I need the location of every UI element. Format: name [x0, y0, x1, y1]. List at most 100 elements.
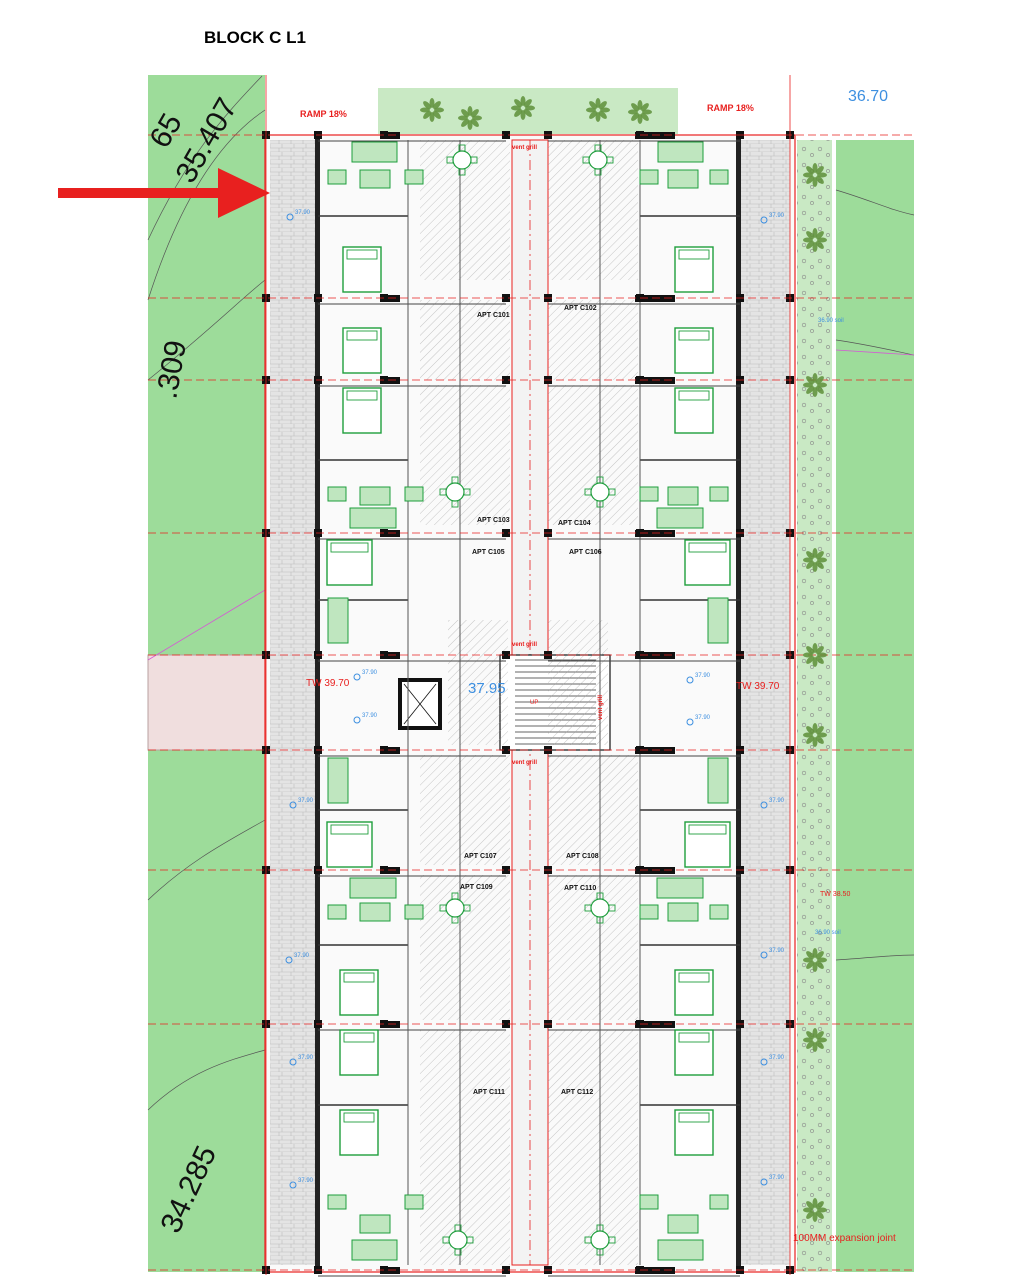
hatch-area: [420, 875, 510, 1020]
bed: [674, 246, 714, 293]
sofa: [667, 486, 699, 506]
level-marker-text: 37.90: [362, 670, 378, 676]
sofa: [327, 757, 349, 804]
plant-leaf: [803, 732, 813, 738]
plant-leaf: [523, 99, 532, 108]
beam: [635, 747, 675, 754]
ramp-right-label: RAMP 18%: [707, 103, 754, 113]
plant-leaf: [815, 166, 824, 175]
plant-leaf: [806, 175, 815, 184]
bed: [339, 1109, 379, 1156]
plant-leaf: [817, 957, 827, 963]
plant-leaf: [806, 240, 815, 249]
beam: [635, 132, 675, 139]
apt-label-c108: APT C108: [566, 853, 599, 860]
chair: [596, 916, 604, 924]
plant-leaf: [523, 108, 532, 117]
bed-pillow: [678, 1032, 710, 1043]
plant-leaf: [812, 1028, 818, 1038]
hatch-area: [548, 755, 638, 865]
plant-leaf: [812, 562, 818, 572]
plant-leaf: [470, 109, 479, 118]
bed: [674, 1029, 714, 1076]
hatch-area: [420, 755, 510, 865]
plant-leaf: [812, 228, 818, 238]
plant-leaf: [817, 1207, 827, 1213]
sofa: [657, 141, 704, 163]
page-title: BLOCK C L1: [204, 28, 306, 47]
hatch-area: [548, 1030, 638, 1110]
sofa: [667, 169, 699, 189]
expansion-joint-label: 100MM expansion joint: [793, 1233, 896, 1244]
plant-leaf: [806, 655, 815, 664]
grid-lines: [148, 75, 914, 1275]
level-marker: [289, 801, 297, 809]
level-marker-text: 37.90: [298, 1055, 314, 1061]
level-marker-text: 37.90: [769, 1175, 785, 1181]
sofa: [327, 904, 347, 920]
plant-leaf: [812, 1042, 818, 1052]
plant-leaf: [511, 105, 521, 111]
apt-label-c112: APT C112: [561, 1089, 593, 1096]
plant-leaf: [806, 1210, 815, 1219]
plant-leaf: [817, 172, 827, 178]
plant-leaf: [815, 175, 824, 184]
level-marker: [686, 676, 694, 684]
plant-leaf: [637, 114, 643, 124]
plant-leaf: [806, 951, 815, 960]
chair: [470, 156, 478, 164]
hatch-area: [548, 620, 608, 745]
level-marker-text: 37.90: [769, 1055, 785, 1061]
plant-leaf: [812, 1212, 818, 1222]
dining-table: [588, 150, 608, 170]
plant-leaf: [470, 118, 479, 127]
sofa: [404, 169, 424, 185]
level-marker: [760, 951, 768, 959]
sofa: [639, 486, 659, 502]
plant-leaf: [429, 112, 435, 122]
plant-leaf: [815, 231, 824, 240]
ramp-left-label: RAMP 18%: [300, 109, 347, 119]
plant-leaf: [434, 107, 444, 113]
planting: [420, 96, 827, 1222]
beam: [635, 377, 675, 384]
chair: [584, 488, 592, 496]
bed-pillow: [330, 824, 369, 835]
level-marker: [285, 956, 293, 964]
plant-leaf: [815, 951, 824, 960]
stone-strip: [797, 140, 832, 1272]
bed: [684, 821, 731, 868]
level-marker: [353, 716, 361, 724]
chair: [608, 904, 616, 912]
chair: [454, 1224, 462, 1232]
level-marker-text: 37.90: [294, 953, 310, 959]
plant-leaf: [817, 1037, 827, 1043]
sofa: [351, 1239, 398, 1261]
level-marker-text: 37.90: [769, 798, 785, 804]
plant-leaf: [589, 110, 598, 119]
chair: [594, 144, 602, 152]
plant-leaf: [595, 98, 601, 108]
bed: [326, 539, 373, 586]
column: [502, 651, 510, 659]
plant-leaf: [815, 726, 824, 735]
plant-leaf: [812, 1198, 818, 1208]
vent-grill-2: vent grill: [512, 642, 537, 648]
apt-label-c102: APT C102: [564, 305, 597, 312]
beam: [380, 530, 400, 537]
plant-leaf: [514, 108, 523, 117]
plant-leaf: [812, 657, 818, 667]
plant-leaf: [815, 655, 824, 664]
apt-label-c103: APT C103: [477, 517, 510, 524]
apt-label-c106: APT C106: [569, 549, 602, 556]
plant-leaf: [640, 103, 649, 112]
level-marker-text: 37.90: [298, 798, 314, 804]
plant-leaf: [806, 1040, 815, 1049]
plant-leaf: [803, 1037, 813, 1043]
apt-label-c107: APT C107: [464, 853, 497, 860]
plant-leaf: [514, 99, 523, 108]
sofa: [709, 904, 729, 920]
plant-leaf: [600, 107, 610, 113]
